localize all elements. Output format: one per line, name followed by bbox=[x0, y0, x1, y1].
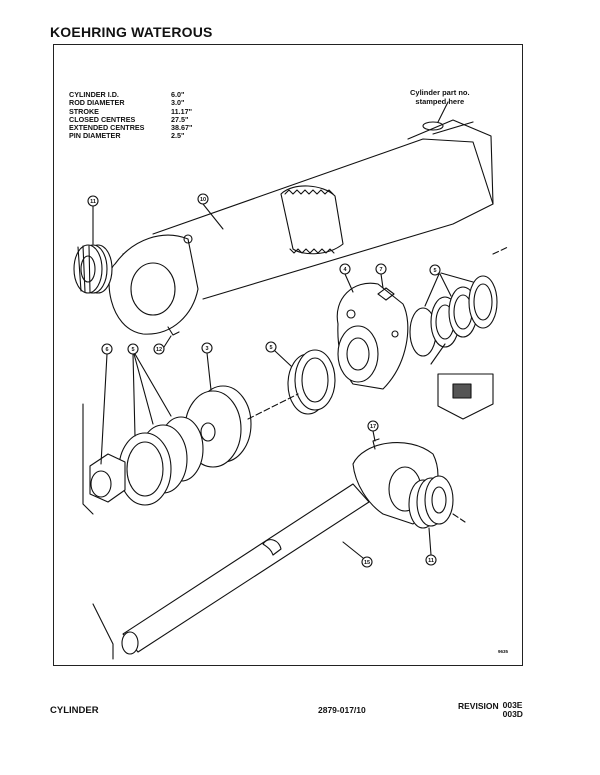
spec-value: 38.67" bbox=[171, 123, 193, 133]
part-label-4: 4 bbox=[339, 263, 351, 275]
part-label-17: 17 bbox=[367, 420, 379, 432]
spec-row: ROD DIAMETER 3.0" bbox=[69, 98, 211, 108]
spec-label: STROKE bbox=[69, 106, 99, 116]
part-label-text: 5 bbox=[433, 268, 436, 274]
part-label-text: 3 bbox=[205, 346, 208, 352]
leader-6 bbox=[100, 353, 108, 465]
grease-nipple-barrel bbox=[167, 326, 180, 336]
part-label-5-left: 5 bbox=[127, 343, 139, 355]
bush-right bbox=[408, 475, 454, 529]
leaders-5-left bbox=[132, 353, 172, 437]
drawing-frame bbox=[53, 44, 523, 666]
seal-detail-box bbox=[430, 343, 494, 420]
part-label-text: 6 bbox=[105, 347, 108, 353]
guide-bracket-left bbox=[82, 403, 94, 515]
spec-value: 11.17" bbox=[171, 106, 192, 116]
part-label-text: 11 bbox=[90, 199, 96, 205]
leaders-5-right bbox=[424, 272, 474, 307]
leader-5-middle bbox=[274, 350, 292, 367]
footer-title: CYLINDER bbox=[50, 705, 99, 716]
bush-left bbox=[73, 244, 113, 294]
revision-code: 003D bbox=[502, 709, 523, 719]
part-label-15: 15 bbox=[361, 556, 373, 568]
spec-label: CYLINDER I.D. bbox=[69, 90, 119, 99]
part-label-3: 3 bbox=[201, 342, 213, 354]
part-label-12: 12 bbox=[153, 343, 165, 355]
part-label-5-middle: 5 bbox=[265, 341, 277, 353]
spec-label: EXTENDED CENTRES bbox=[69, 123, 145, 133]
spec-row: CLOSED CENTRES 27.5" bbox=[69, 114, 211, 124]
leader-4 bbox=[344, 273, 354, 293]
brand-title: KOEHRING WATEROUS bbox=[50, 24, 213, 40]
footer-part-number: 2879-017/10 bbox=[318, 705, 366, 715]
spec-value: 2.5" bbox=[171, 131, 185, 141]
part-label-text: 4 bbox=[343, 267, 347, 273]
part-label-5-right: 5 bbox=[429, 264, 441, 276]
callout-leader bbox=[437, 101, 449, 123]
spec-value: 27.5" bbox=[171, 114, 189, 124]
part-label-text: 5 bbox=[131, 347, 134, 353]
leader-11b bbox=[428, 527, 432, 556]
leader-7 bbox=[380, 273, 384, 289]
barrel-eye bbox=[108, 234, 199, 335]
revision-code: 003E bbox=[502, 700, 523, 710]
seal-set-left bbox=[118, 416, 204, 506]
piston bbox=[184, 385, 252, 468]
seal-set-right bbox=[409, 275, 498, 357]
revision-label: REVISION bbox=[458, 701, 499, 711]
part-label-text: 7 bbox=[379, 267, 382, 273]
part-label-text: 12 bbox=[156, 347, 162, 353]
piston-rod bbox=[121, 483, 370, 655]
part-label-7: 7 bbox=[375, 263, 387, 275]
part-label-text: 5 bbox=[269, 345, 272, 351]
leader-10 bbox=[202, 203, 224, 230]
revision-codes: 003E 003D bbox=[503, 701, 523, 719]
part-label-text: 17 bbox=[370, 424, 376, 430]
spec-label: CLOSED CENTRES bbox=[69, 114, 136, 124]
part-label-text: 11 bbox=[428, 558, 434, 564]
spec-label: PIN DIAMETER bbox=[69, 131, 121, 141]
spec-row: CYLINDER I.D. 6.0" bbox=[69, 90, 211, 99]
spec-row: EXTENDED CENTRES 38.67" bbox=[69, 123, 211, 133]
part-label-text: 10 bbox=[200, 197, 206, 203]
leader-12 bbox=[163, 335, 172, 348]
spec-row: PIN DIAMETER 2.5" bbox=[69, 131, 211, 141]
part-label-11a: 11 bbox=[87, 195, 99, 207]
part-label-text: 15 bbox=[364, 560, 370, 566]
centre-line bbox=[452, 513, 466, 523]
piston-nut bbox=[89, 453, 126, 503]
callout-line-1: Cylinder part no. bbox=[410, 88, 470, 97]
centre-line bbox=[492, 246, 509, 255]
figure-number: 9635 bbox=[498, 649, 509, 654]
spec-label: ROD DIAMETER bbox=[69, 98, 125, 108]
footer-revision: REVISION 003E 003D bbox=[458, 701, 523, 719]
leader-17 bbox=[372, 430, 376, 442]
spec-row: STROKE 11.17" bbox=[69, 106, 211, 116]
callout-line-2: stamped here bbox=[415, 97, 465, 106]
spec-value: 6.0" bbox=[171, 90, 185, 99]
leader-15 bbox=[342, 541, 364, 559]
part-label-10: 10 bbox=[197, 193, 209, 205]
spec-table: CYLINDER I.D. 6.0" ROD DIAMETER 3.0" STROK… bbox=[69, 90, 211, 141]
exploded-cylinder-drawing: 11 10 4 7 5 6 5 12 3 5 17 15 11 bbox=[73, 101, 509, 660]
spec-value: 3.0" bbox=[171, 98, 185, 108]
guide-bracket-rod bbox=[92, 603, 114, 660]
leader-3 bbox=[206, 352, 212, 391]
part-label-11b: 11 bbox=[425, 554, 437, 566]
seal-middle bbox=[287, 349, 336, 415]
gland-screw bbox=[377, 287, 395, 301]
part-number-callout: Cylinder part no. stamped here bbox=[410, 88, 470, 106]
gland bbox=[336, 282, 409, 390]
centre-line bbox=[247, 393, 299, 420]
part-label-6: 6 bbox=[101, 343, 113, 355]
